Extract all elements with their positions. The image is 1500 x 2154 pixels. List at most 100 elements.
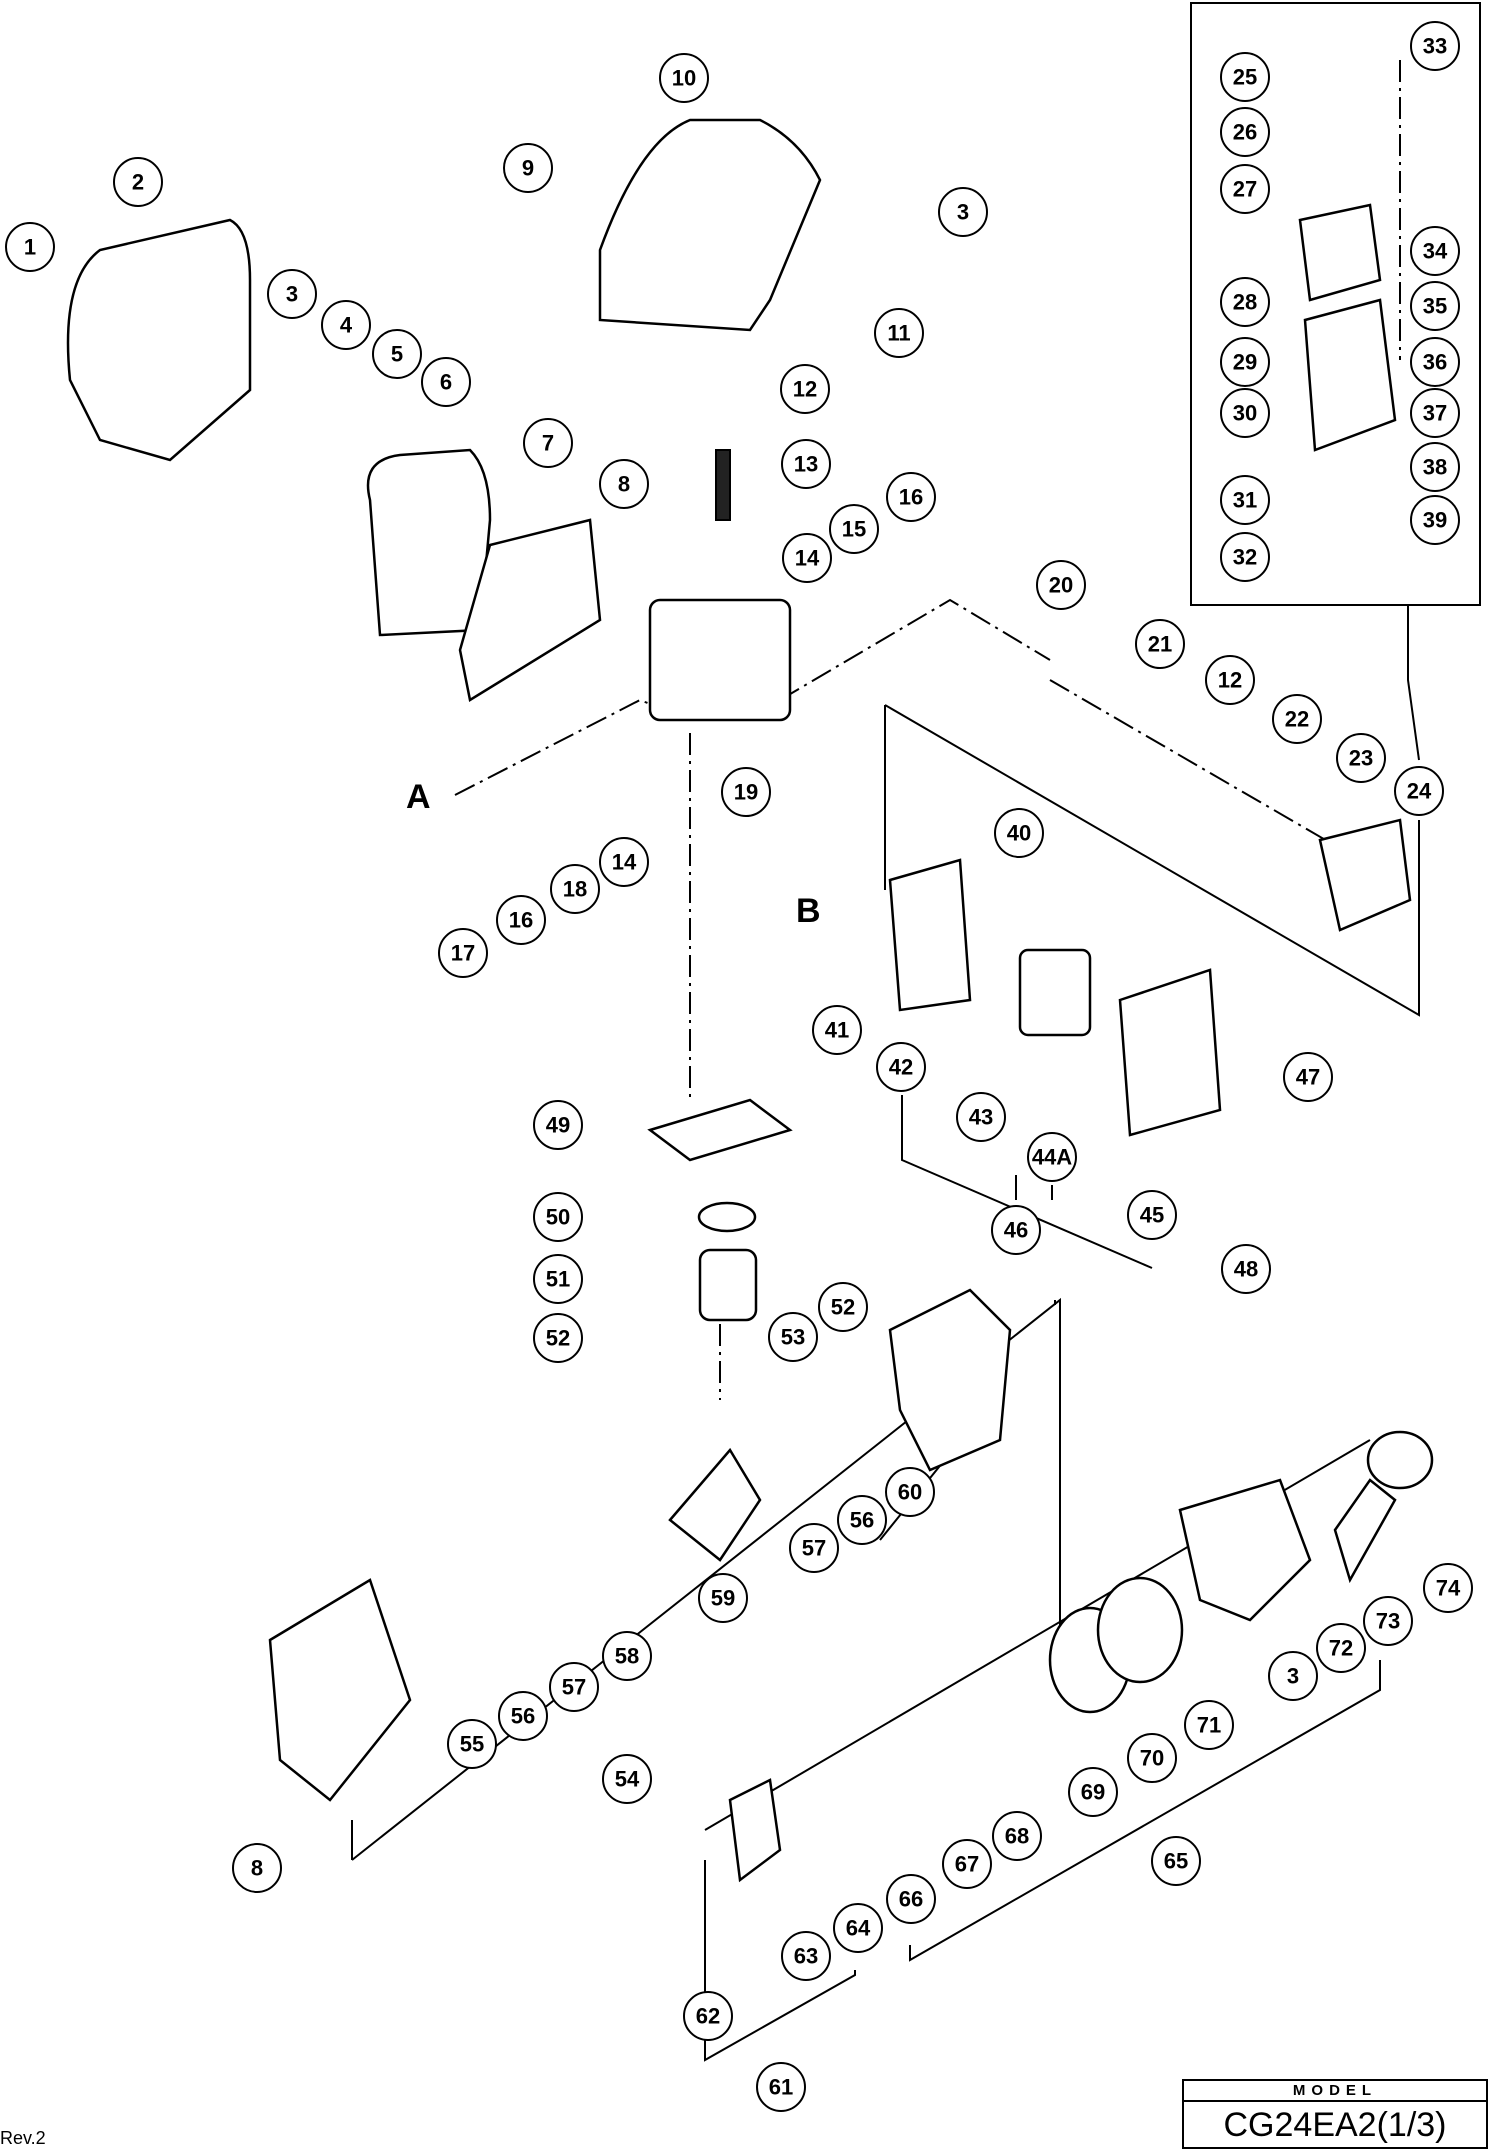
callout-number: 10 <box>672 66 696 91</box>
callout-number: 44A <box>1032 1145 1072 1170</box>
callout-number: 70 <box>1140 1746 1164 1771</box>
muffler <box>366 448 492 637</box>
callout-3: 3 <box>1268 1651 1318 1701</box>
callout-70: 70 <box>1127 1733 1177 1783</box>
callout-circle <box>267 269 317 319</box>
callout-number: 49 <box>546 1113 570 1138</box>
callout-24: 24 <box>1394 766 1444 816</box>
engine-cover <box>598 118 822 332</box>
callout-72: 72 <box>1316 1623 1366 1673</box>
callout-number: 58 <box>615 1644 639 1669</box>
callout-39: 39 <box>1410 495 1460 545</box>
ignition-plate <box>728 1778 782 1883</box>
callout-33: 33 <box>1410 21 1460 71</box>
callout-11: 11 <box>874 308 924 358</box>
callout-4: 4 <box>321 300 371 350</box>
callout-number: 5 <box>391 342 403 367</box>
callout-circle <box>1135 619 1185 669</box>
gasket <box>647 1098 793 1162</box>
callout-circle <box>602 1631 652 1681</box>
callout-52: 52 <box>818 1282 868 1332</box>
callout-circle <box>789 1523 839 1573</box>
callout-circle <box>1410 388 1460 438</box>
callout-circle <box>1220 388 1270 438</box>
callout-number: 53 <box>781 1325 805 1350</box>
spark-plug <box>715 449 731 521</box>
carburetor <box>1318 818 1412 932</box>
callout-number: 3 <box>1287 1664 1299 1689</box>
callout-number: 52 <box>546 1326 570 1351</box>
callout-number: 1 <box>24 235 36 260</box>
callout-circle <box>1205 655 1255 705</box>
callout-number: 73 <box>1376 1609 1400 1634</box>
callout-circle <box>1410 442 1460 492</box>
callout-number: 72 <box>1329 1636 1353 1661</box>
callout-number: 40 <box>1007 821 1031 846</box>
callout-14: 14 <box>782 533 832 583</box>
callout-36: 36 <box>1410 337 1460 387</box>
callout-circle <box>232 1843 282 1893</box>
callout-43: 43 <box>956 1092 1006 1142</box>
callout-circle <box>372 329 422 379</box>
callout-number: 51 <box>546 1267 570 1292</box>
callout-number: 3 <box>286 282 298 307</box>
callout-34: 34 <box>1410 226 1460 276</box>
callout-circle <box>1394 766 1444 816</box>
callout-number: 38 <box>1423 455 1447 480</box>
callout-number: 42 <box>889 1055 913 1080</box>
callout-circle <box>992 1811 1042 1861</box>
callout-circle <box>1410 226 1460 276</box>
callout-1: 1 <box>5 222 55 272</box>
callout-number: 39 <box>1423 508 1447 533</box>
heat-shield <box>458 518 602 703</box>
callout-number: 47 <box>1296 1065 1320 1090</box>
callout-number: 24 <box>1407 779 1432 804</box>
callout-number: 7 <box>542 431 554 456</box>
callout-32: 32 <box>1220 532 1270 582</box>
callout-circle <box>1220 532 1270 582</box>
callout-62: 62 <box>683 1991 733 2041</box>
callout-circle <box>812 1005 862 1055</box>
callout-number: 48 <box>1234 1257 1258 1282</box>
leader-lines <box>351 606 1420 2062</box>
callout-circle <box>1027 1132 1077 1182</box>
callout-circle <box>885 1467 935 1517</box>
callout-number: 23 <box>1349 746 1373 771</box>
callout-number: 52 <box>831 1295 855 1320</box>
callout-number: 26 <box>1233 120 1257 145</box>
callout-17: 17 <box>438 928 488 978</box>
callout-number: 43 <box>969 1105 993 1130</box>
callout-56: 56 <box>498 1691 548 1741</box>
title-block: MODEL CG24EA2(1/3) <box>1182 2079 1488 2149</box>
callout-number: 71 <box>1197 1713 1221 1738</box>
callout-number: 14 <box>795 546 820 571</box>
callout-circle <box>1127 1733 1177 1783</box>
callout-46: 46 <box>991 1205 1041 1255</box>
callout-6: 6 <box>421 357 471 407</box>
callout-circle <box>549 1662 599 1712</box>
callout-circle <box>447 1719 497 1769</box>
callout-7: 7 <box>523 418 573 468</box>
callout-circle <box>833 1903 883 1953</box>
carburetor-detail-box <box>1190 2 1481 606</box>
callout-number: 68 <box>1005 1824 1029 1849</box>
callout-number: 11 <box>887 321 910 346</box>
callout-10: 10 <box>659 53 709 103</box>
callout-number: 18 <box>563 877 587 902</box>
callout-number: 50 <box>546 1205 570 1230</box>
callout-circle <box>113 157 163 207</box>
callout-21: 21 <box>1135 619 1185 669</box>
callout-number: 13 <box>794 452 818 477</box>
callout-number: 37 <box>1423 401 1447 426</box>
callout-circle <box>782 533 832 583</box>
callout-23: 23 <box>1336 733 1386 783</box>
callout-circle <box>818 1282 868 1332</box>
callout-16: 16 <box>496 895 546 945</box>
callout-52: 52 <box>533 1313 583 1363</box>
callout-number: 35 <box>1423 294 1447 319</box>
callout-15: 15 <box>829 504 879 554</box>
callout-55: 55 <box>447 1719 497 1769</box>
callout-47: 47 <box>1283 1052 1333 1102</box>
callout-circle <box>321 300 371 350</box>
